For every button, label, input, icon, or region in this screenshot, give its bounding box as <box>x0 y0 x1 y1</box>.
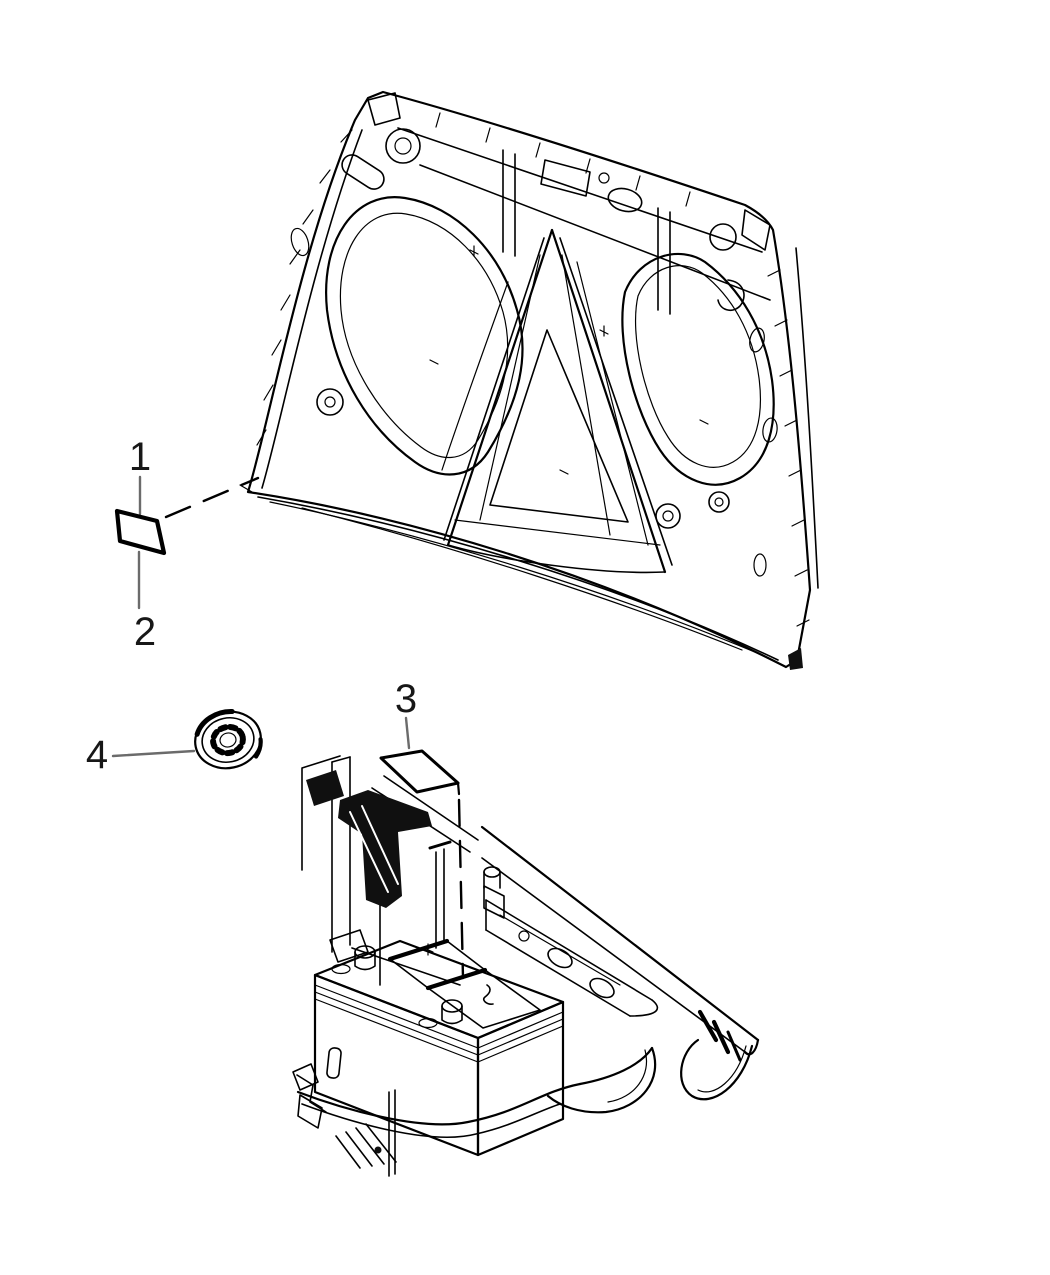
callout-2-group: 2 <box>134 550 156 654</box>
hood-emblem <box>194 709 263 770</box>
dashed-leader-to-hood <box>164 476 260 519</box>
battery-terminal-positive <box>331 945 376 975</box>
hood-tick-marks <box>429 245 709 475</box>
emblem-outer-ring <box>194 710 262 770</box>
hood-right-cutout <box>621 253 775 486</box>
hood-center-brace <box>441 228 673 574</box>
emblem-gear-hub <box>219 732 237 748</box>
callout-4-leader-line <box>111 749 196 758</box>
battery-top-labels <box>387 938 541 1029</box>
emblem-ring-shade <box>194 709 235 737</box>
callout-1-number: 1 <box>129 435 151 479</box>
engine-compartment-drawing <box>292 755 760 1177</box>
support-column <box>301 755 479 986</box>
emblem-gear-teeth <box>210 723 246 757</box>
hood-info-label-sticker <box>114 476 260 556</box>
battery-end-face <box>476 1000 565 1157</box>
battery-handle-slot <box>326 1047 342 1079</box>
callout-1-group: 1 <box>129 435 151 516</box>
hood-left-cutout <box>325 196 524 476</box>
radiator-support-rail <box>483 866 659 1017</box>
emblem-inner-ring <box>201 717 255 763</box>
callout-2-number: 2 <box>134 610 156 654</box>
hood-corner-details <box>316 223 778 577</box>
fender-panel <box>480 825 760 1101</box>
battery-tray-and-harness <box>292 1046 657 1177</box>
callout-4-group: 4 <box>86 733 196 777</box>
dashed-leader-to-battery <box>457 798 465 980</box>
callout-3-group: 3 <box>395 677 417 750</box>
hood-assembly-drawing <box>239 90 819 670</box>
hood-edge-hatching <box>256 112 810 627</box>
callout-3-leader-line <box>404 716 411 750</box>
battery <box>313 938 565 1157</box>
callout-4-number: 4 <box>86 733 108 777</box>
battery-info-label-sticker <box>379 749 465 980</box>
battery-terminal-negative <box>418 999 463 1029</box>
callout-3-number: 3 <box>395 677 417 721</box>
hood-outline <box>239 90 819 670</box>
warning-squiggle <box>482 984 494 1005</box>
